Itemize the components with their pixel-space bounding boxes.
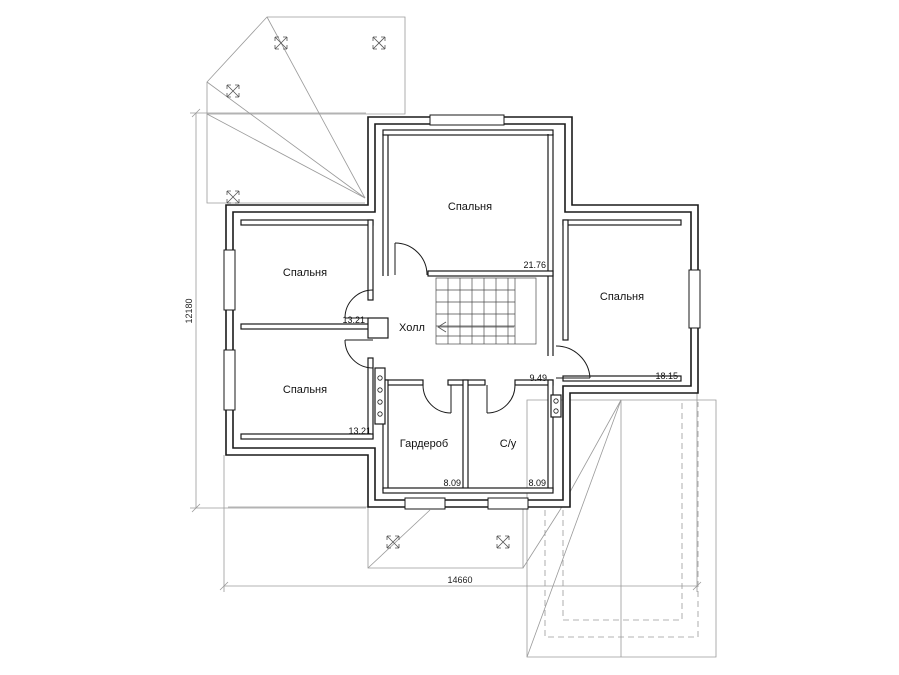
room-area-wardrobe: 8.09	[443, 478, 461, 488]
room-area-hall: 9.49	[529, 373, 547, 383]
room-area-bedroom-left-upper: 13.21	[342, 315, 365, 325]
dimension-lines	[190, 108, 702, 592]
outer-walls	[223, 114, 701, 510]
room-name-bedroom-left-lower: Спальня	[283, 384, 327, 396]
room-area-bedroom-right: 18.15	[655, 371, 678, 381]
room-name-bedroom-left-upper: Спальня	[283, 267, 327, 279]
room-name-bedroom-right: Спальня	[600, 291, 644, 303]
staircase	[435, 277, 537, 345]
room-name-wardrobe: Гардероб	[400, 438, 448, 450]
room-name-bathroom: С/у	[500, 438, 517, 450]
dimension-width-label: 14660	[447, 575, 472, 585]
room-name-bedroom-top: Спальня	[448, 201, 492, 213]
room-area-bathroom: 8.09	[528, 478, 546, 488]
roof-window-markers	[226, 36, 510, 549]
inner-walls	[240, 129, 682, 494]
door-swings	[344, 242, 591, 414]
dimension-height-label: 12180	[184, 298, 194, 323]
room-area-bedroom-top: 21.76	[523, 260, 546, 270]
room-name-hall: Холл	[399, 322, 425, 334]
room-area-bedroom-left-lower: 13.21	[348, 426, 371, 436]
